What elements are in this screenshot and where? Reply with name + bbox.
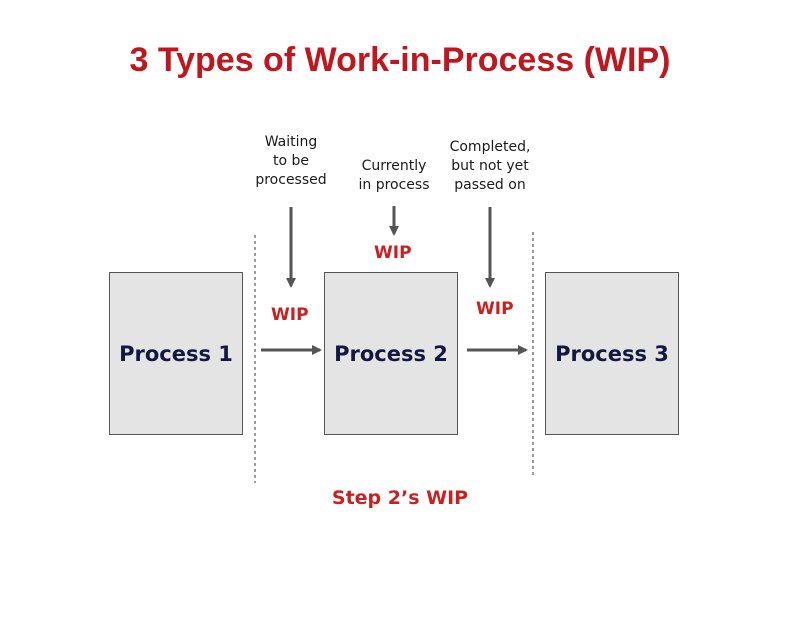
note-waiting-line-2: to be: [272, 153, 309, 169]
process-box-3: Process 3: [545, 272, 679, 435]
note-waiting: Waiting to be processed: [241, 133, 341, 190]
process-box-2: Process 2: [324, 272, 458, 435]
note-current-line-1: Currently: [361, 158, 427, 174]
note-completed-line-1: Completed,: [449, 139, 531, 155]
note-waiting-line-3: processed: [255, 172, 327, 188]
note-current-line-2: in process: [358, 177, 430, 193]
wip-label-waiting: WIP: [271, 305, 309, 325]
diagram-caption: Step 2’s WIP: [331, 487, 469, 509]
note-current: Currently in process: [344, 157, 444, 195]
note-waiting-line-1: Waiting: [264, 134, 318, 150]
process-label-2: Process 2: [334, 341, 448, 366]
note-completed-line-2: but not yet: [451, 158, 529, 174]
note-completed: Completed, but not yet passed on: [437, 138, 543, 195]
note-completed-line-3: passed on: [454, 177, 526, 193]
diagram-title: 3 Types of Work-in-Process (WIP): [129, 41, 671, 79]
process-label-3: Process 3: [555, 341, 669, 366]
wip-label-current: WIP: [374, 243, 412, 263]
process-label-1: Process 1: [119, 341, 233, 366]
process-box-1: Process 1: [109, 272, 243, 435]
wip-label-completed: WIP: [476, 299, 514, 319]
